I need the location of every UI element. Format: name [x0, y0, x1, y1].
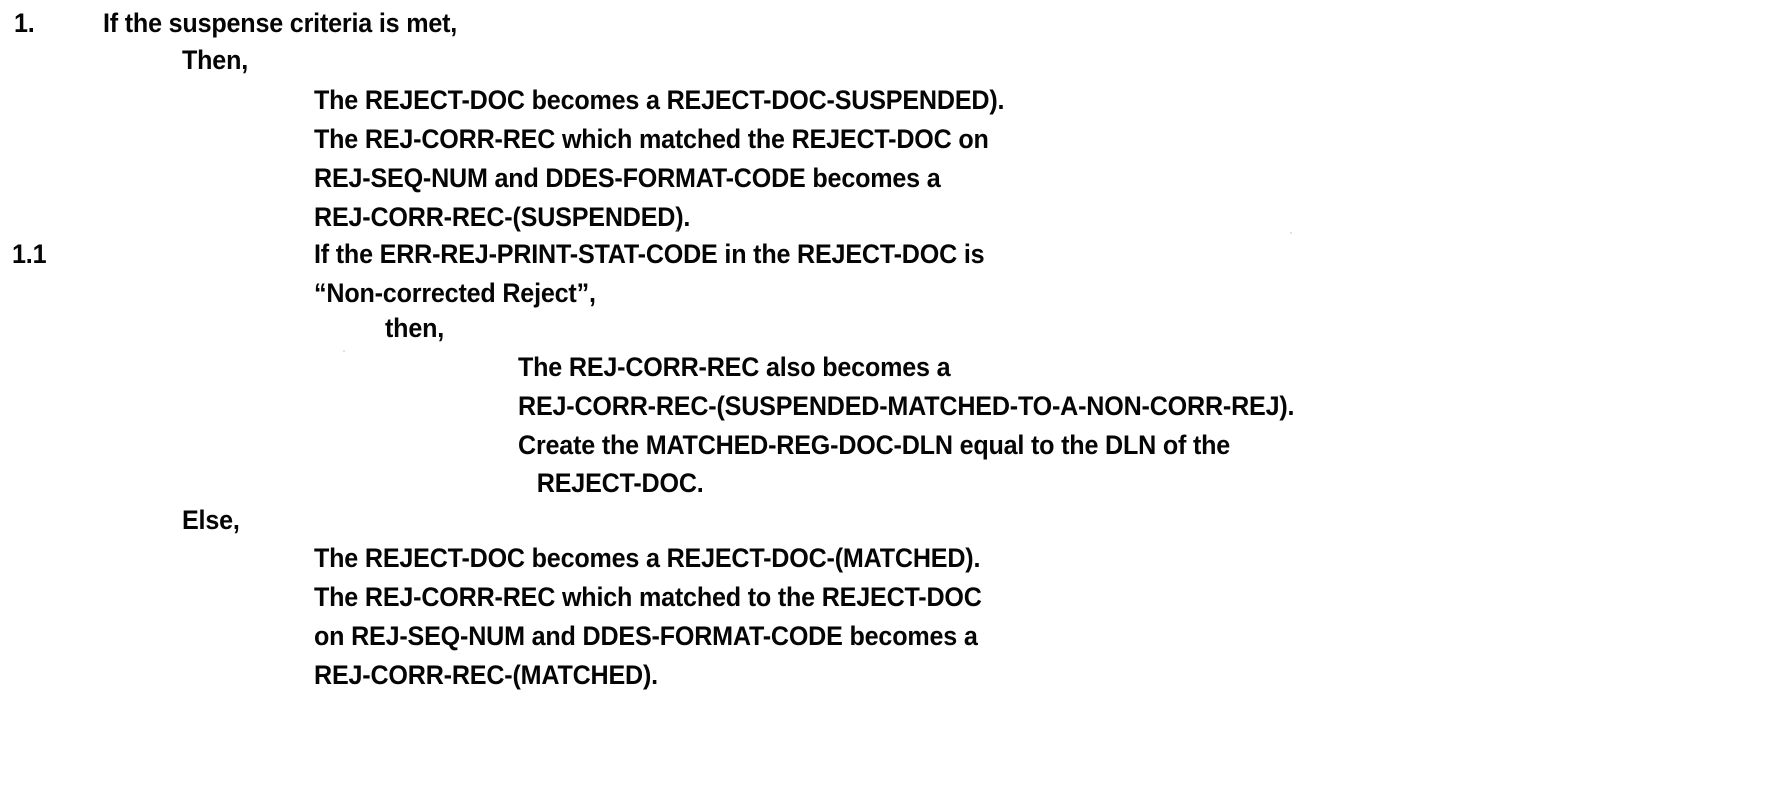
scan-speckle	[676, 229, 678, 231]
else-body-line: on REJ-SEQ-NUM and DDES-FORMAT-CODE beco…	[314, 621, 978, 651]
rule-condition: If the suspense criteria is met,	[103, 8, 458, 38]
then-body-line: REJ-CORR-REC-(SUSPENDED).	[314, 202, 691, 232]
then-body-line: The REJECT-DOC becomes a REJECT-DOC-SUSP…	[314, 85, 1005, 115]
else-body-line: REJ-CORR-REC-(MATCHED).	[314, 660, 658, 690]
else-body-line: The REJECT-DOC becomes a REJECT-DOC-(MAT…	[314, 543, 981, 573]
subrule-then-body-line: REJECT-DOC.	[530, 468, 704, 498]
subrule-then-body-line: The REJ-CORR-REC also becomes a	[518, 352, 951, 382]
subrule-then-body-line: REJ-CORR-REC-(SUSPENDED-MATCHED-TO-A-NON…	[518, 391, 1295, 421]
then-body-line: REJ-SEQ-NUM and DDES-FORMAT-CODE becomes…	[314, 163, 941, 193]
then-label: Then,	[182, 45, 249, 75]
else-label: Else,	[182, 505, 240, 535]
subrule-number: 1.1	[12, 239, 47, 269]
scan-speckle	[343, 350, 345, 352]
scan-speckle	[1290, 232, 1292, 234]
else-body-line: The REJ-CORR-REC which matched to the RE…	[314, 582, 982, 612]
then-body-line: The REJ-CORR-REC which matched the REJEC…	[314, 124, 989, 154]
subrule-then-body-line: Create the MATCHED-REG-DOC-DLN equal to …	[518, 430, 1231, 460]
rule-number: 1.	[14, 8, 35, 38]
subrule-then-label: then,	[385, 313, 445, 343]
subrule-condition-line-1: If the ERR-REJ-PRINT-STAT-CODE in the RE…	[314, 239, 985, 269]
subrule-condition-line-2: “Non-corrected Reject”,	[314, 278, 596, 308]
